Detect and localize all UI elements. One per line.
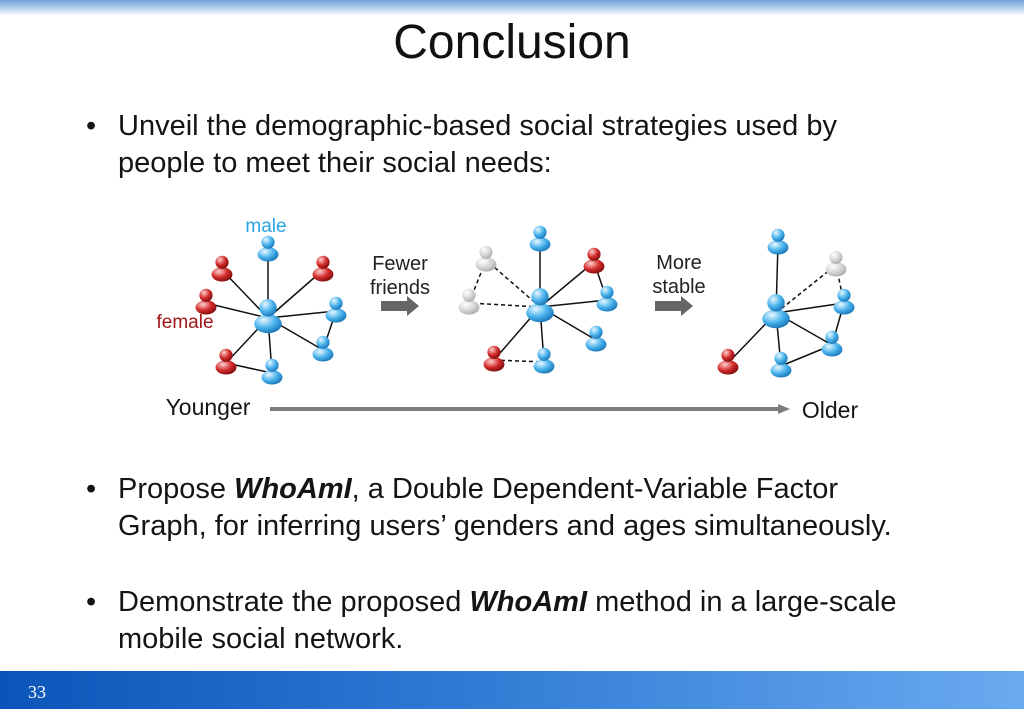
person-inactive-g3-1 (825, 250, 847, 277)
social-link (267, 269, 324, 319)
arrow1-label-line1: Fewer (372, 253, 428, 275)
bullet-2-method-name: WhoAmI (234, 473, 352, 505)
label-female: female (156, 312, 213, 333)
person-female-g1-6 (215, 348, 237, 375)
bullet-2-line-2: Graph, for inferring users’ genders and … (118, 510, 892, 542)
person-male-g1-7 (261, 358, 283, 385)
bullet-3-method-name: WhoAmI (469, 586, 588, 618)
person-male-center-2 (526, 288, 554, 323)
axis-label-younger: Younger (166, 394, 251, 420)
person-inactive-g2-1 (475, 245, 497, 272)
page-number: 33 (28, 682, 46, 702)
bullet-dot: • (86, 586, 97, 618)
social-link (775, 302, 845, 314)
social-link (205, 302, 269, 319)
person-male-g3-2 (833, 288, 855, 315)
slide-title: Conclusion (393, 16, 631, 69)
bullet-3-line-1: Demonstrate the proposed WhoAmI method i… (118, 584, 897, 621)
bullet-dot: • (86, 110, 97, 142)
bullet-1-line-2: people to meet their social needs: (118, 147, 552, 179)
person-inactive-g2-3 (458, 288, 480, 315)
person-male-g2-5 (585, 325, 607, 352)
person-male-g1-4 (325, 296, 347, 323)
top-band (0, 0, 1024, 16)
weak-link (775, 264, 837, 314)
arrow-fewer-friends (381, 296, 419, 316)
person-male-g1-0 (257, 235, 279, 262)
bullet-2-line-1: Propose WhoAmI, a Double Dependent-Varia… (118, 471, 838, 508)
weak-link (468, 302, 541, 308)
age-axis-arrow (270, 404, 790, 414)
arrow2-label-line2: stable (652, 276, 705, 298)
bullet-3-post: method in a large-scale (587, 586, 897, 618)
person-male-g3-4 (821, 330, 843, 357)
person-female-g1-2 (312, 255, 334, 282)
person-male-center-1 (254, 299, 282, 334)
person-male-g3-6 (770, 351, 792, 378)
person-male-g3-0 (767, 228, 789, 255)
social-link (267, 310, 337, 319)
bullet-2-post: , a Double Dependent-Variable Factor (351, 473, 838, 505)
person-male-g2-7 (533, 347, 555, 374)
bullet-dot: • (86, 473, 97, 505)
arrow-more-stable (655, 296, 693, 316)
bullet-2-pre: Propose (118, 473, 235, 505)
person-male-g2-0 (529, 225, 551, 252)
arrow2-label-line1: More (656, 252, 702, 274)
bullet-1-line-1: Unveil the demographic-based social stra… (118, 110, 837, 142)
arrow1-label-line2: friends (370, 277, 430, 299)
footer-band (0, 671, 1024, 709)
person-male-g1-5 (312, 335, 334, 362)
bullet-3-line-2: mobile social network. (118, 623, 404, 655)
bullet-3-pre: Demonstrate the proposed (118, 586, 470, 618)
person-male-g2-4 (596, 285, 618, 312)
person-female-g2-2 (583, 247, 605, 274)
person-female-g2-6 (483, 345, 505, 372)
social-link (539, 299, 608, 308)
axis-label-older: Older (802, 397, 859, 423)
person-female-g3-5 (717, 348, 739, 375)
label-male: male (245, 216, 286, 237)
person-female-g1-1 (211, 255, 233, 282)
person-female-g1-3 (195, 288, 217, 315)
person-male-center-3 (762, 294, 790, 329)
